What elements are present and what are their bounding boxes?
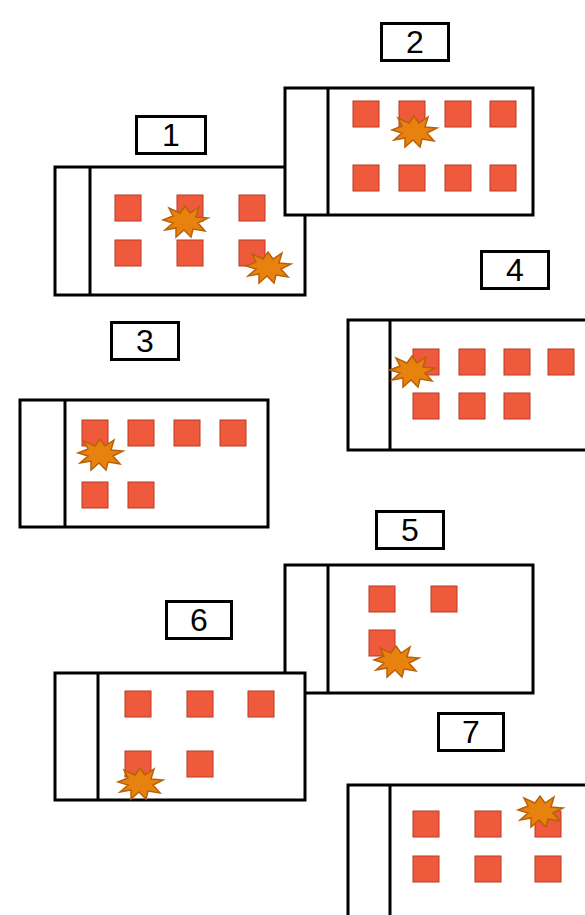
tray bbox=[285, 88, 533, 215]
callout-number: 5 bbox=[401, 514, 419, 546]
callout-box: 7 bbox=[437, 712, 505, 752]
callout-box: 3 bbox=[110, 321, 180, 361]
tray bbox=[348, 320, 585, 450]
callout-box: 2 bbox=[380, 22, 450, 62]
callout-number: 7 bbox=[462, 716, 480, 748]
callout-number: 6 bbox=[190, 604, 208, 636]
tray bbox=[20, 400, 268, 527]
callout-number: 3 bbox=[136, 325, 154, 357]
callout-box: 6 bbox=[165, 600, 233, 640]
callout-box: 5 bbox=[375, 510, 445, 550]
callout-number: 4 bbox=[506, 254, 524, 286]
callout-number: 1 bbox=[162, 119, 180, 151]
callout-number: 2 bbox=[406, 26, 424, 58]
tray bbox=[348, 785, 585, 915]
tray bbox=[285, 565, 533, 693]
tray bbox=[55, 673, 305, 800]
tray bbox=[55, 167, 305, 295]
callout-box: 4 bbox=[480, 250, 550, 290]
callout-box: 1 bbox=[135, 115, 207, 155]
